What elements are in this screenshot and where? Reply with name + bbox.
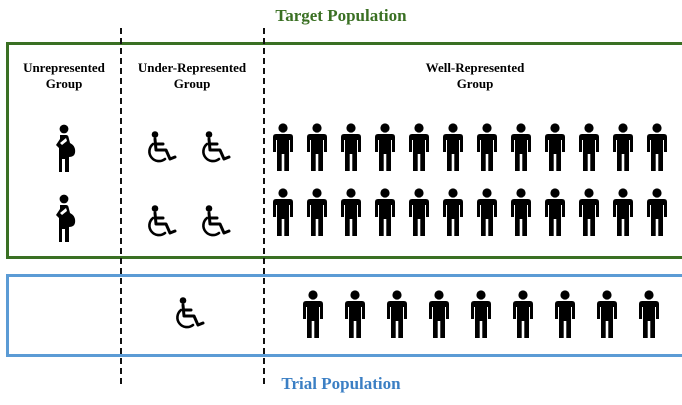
person-icon	[579, 188, 599, 236]
wheelchair-icon	[148, 131, 177, 163]
person-icon	[409, 123, 429, 171]
well-represented-group-label-line2: Group	[456, 76, 494, 91]
person-icon	[511, 123, 531, 171]
person-icon	[345, 290, 365, 338]
person-icon	[443, 188, 463, 236]
pregnant-person-icon	[56, 194, 76, 242]
person-icon	[273, 188, 293, 236]
person-icon	[471, 290, 491, 338]
person-icon	[341, 188, 361, 236]
unrepresented-group-label: Unrepresented Group	[8, 60, 120, 92]
person-icon	[307, 123, 327, 171]
person-icon	[307, 188, 327, 236]
trial-population-title: Trial Population	[281, 374, 401, 393]
person-icon	[511, 188, 531, 236]
person-icon	[429, 290, 449, 338]
unrepresented-group-label-line2: Group	[45, 76, 83, 91]
person-icon	[613, 188, 633, 236]
person-icon	[477, 188, 497, 236]
person-icon	[409, 188, 429, 236]
divider-under-well	[263, 28, 265, 384]
under-represented-group-label-line1: Under-Represented	[137, 60, 247, 75]
person-icon	[647, 123, 667, 171]
wheelchair-icon	[202, 205, 231, 237]
wheelchair-icon	[148, 205, 177, 237]
person-icon	[375, 188, 395, 236]
under-represented-group-label-line2: Group	[173, 76, 211, 91]
person-icon	[387, 290, 407, 338]
person-icon	[597, 290, 617, 338]
well-represented-group-label: Well-Represented Group	[400, 60, 550, 92]
person-icon	[273, 123, 293, 171]
wheelchair-icon	[202, 131, 231, 163]
person-icon	[545, 123, 565, 171]
pregnant-person-icon	[56, 124, 76, 172]
person-icon	[477, 123, 497, 171]
person-icon	[443, 123, 463, 171]
person-icon	[513, 290, 533, 338]
well-represented-group-label-line1: Well-Represented	[425, 60, 525, 75]
person-icon	[303, 290, 323, 338]
person-icon	[545, 188, 565, 236]
person-icon	[639, 290, 659, 338]
divider-unrepresented-under	[120, 28, 122, 384]
trial-population-box	[6, 274, 682, 357]
person-icon	[613, 123, 633, 171]
person-icon	[375, 123, 395, 171]
under-represented-group-label: Under-Represented Group	[121, 60, 263, 92]
wheelchair-icon	[176, 297, 205, 329]
target-population-title: Target Population	[275, 6, 407, 25]
person-icon	[647, 188, 667, 236]
person-icon	[579, 123, 599, 171]
target-population-box	[6, 42, 682, 259]
person-icon	[341, 123, 361, 171]
person-icon	[555, 290, 575, 338]
unrepresented-group-label-line1: Unrepresented	[23, 60, 105, 75]
